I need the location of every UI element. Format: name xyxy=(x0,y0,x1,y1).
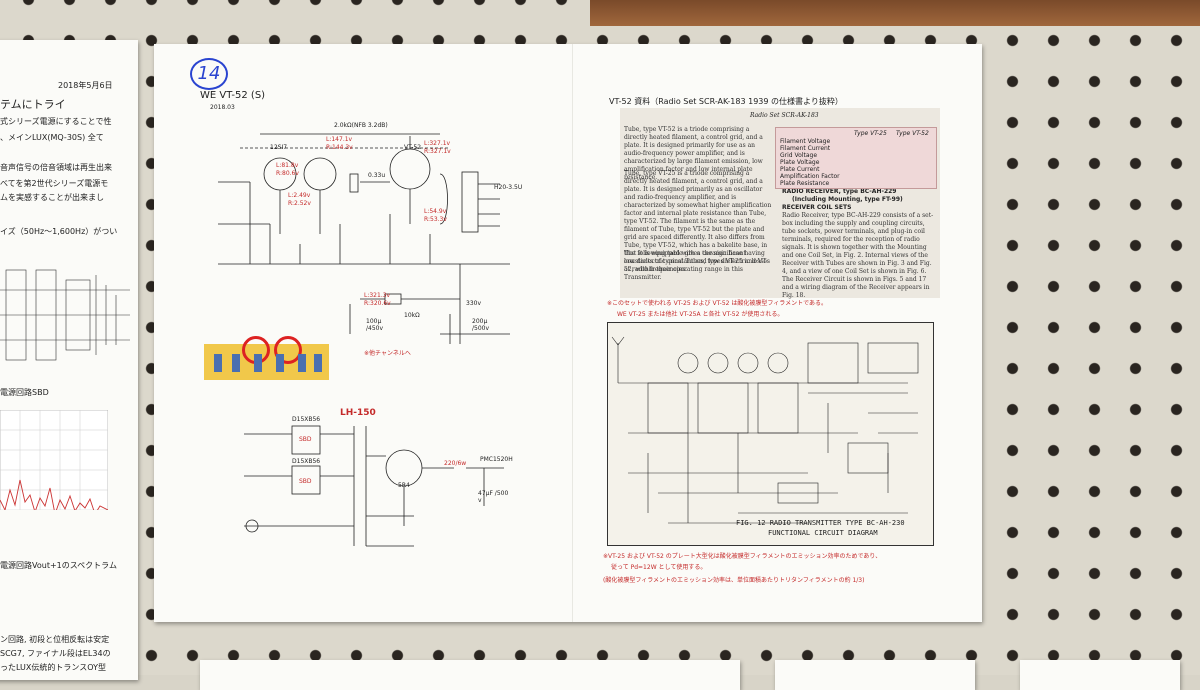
datasheet-half: VT-52 資料（Radio Set SCR-AK-183 1939 の仕様書よ… xyxy=(572,44,983,622)
left-heading: テムにトライ xyxy=(0,98,66,111)
sheet-date: 2018.03 xyxy=(210,104,235,111)
choke-label: PMC1520H xyxy=(480,456,513,463)
footnote: (酸化被膜型フィラメントのエミッション効率は、単位面積あたりトリタンフィラメント… xyxy=(603,577,865,584)
note-line: WE VT-25 または他社 VT-25A と各社 VT-52 が使用される。 xyxy=(617,311,784,318)
left-line: 、メインLUX(MQ-30S) 全て xyxy=(0,133,104,142)
voltage-label: R:53.3v xyxy=(424,216,447,223)
item-number: 14 xyxy=(190,58,228,90)
coupling-cap: 0.33u xyxy=(368,172,386,179)
voltage-label: L:2.49v xyxy=(288,192,311,199)
para-vt52: Tube, type VT-52 is a triode comprising … xyxy=(624,126,763,181)
output-transformer: H20-3.5U xyxy=(494,184,523,191)
b-plus-voltage: 330v xyxy=(466,300,482,307)
voltage-label: L:54.9v xyxy=(424,208,447,215)
diode-label: D15XB56 xyxy=(292,458,321,465)
voltage-label: L:81.8v xyxy=(276,162,299,169)
spec-header: Type VT-25 xyxy=(854,130,887,137)
cap-200u: 200μ /500v xyxy=(472,318,490,332)
spec-row: Plate Current xyxy=(780,166,820,173)
spec-row: Filament Voltage xyxy=(780,138,831,145)
lower-sheet xyxy=(200,660,740,690)
note-line: ※このセットで使われる VT-25 および VT-52 は酸化被膜型フィラメント… xyxy=(607,300,828,307)
psu-schematic xyxy=(244,425,504,547)
terminal-strip-photo xyxy=(204,336,329,380)
left-bottom-line: ン回路, 初段と位相反転は安定 xyxy=(0,635,110,644)
left-sheet: 2018年5月6日 テムにトライ 式シリーズ電源にすることで性 、メインLUX(… xyxy=(0,40,138,680)
left-label-sbd: 電源回路SBD xyxy=(0,388,49,397)
left-bottom-line: SCG7, ファイナル段はEL34の xyxy=(0,649,111,658)
wooden-shelf xyxy=(590,0,1200,26)
left-bottom-line: ったLUX伝統的トランスOY型 xyxy=(0,663,106,672)
spectrum-caption: 電源回路Vout+1のスペクトラム xyxy=(0,561,117,570)
sbd-label: SBD xyxy=(299,436,312,443)
psu-resistor: 220/6w xyxy=(444,460,467,467)
spec-table: Type VT-25 Type VT-52 Filament Voltage F… xyxy=(775,127,937,189)
amplifier-schematic xyxy=(218,133,510,344)
spec-row: Grid Voltage xyxy=(780,152,818,159)
highlight-ring xyxy=(274,336,302,364)
tube-12si7: 12SI7 xyxy=(270,144,288,151)
para-constants: The following table gives the significan… xyxy=(624,250,768,281)
voltage-label: L:147.1v xyxy=(326,136,353,143)
sbd-label: SBD xyxy=(299,478,312,485)
tube-5r4: 5R4 xyxy=(398,482,410,489)
left-line: べてを第2世代シリーズ電源モ xyxy=(0,179,109,188)
receiver-coil-title: RECEIVER COIL SETS xyxy=(782,204,852,211)
voltage-label: R:80.6v xyxy=(276,170,299,177)
spec-row: Filament Current xyxy=(780,145,831,152)
voltage-label: L:327.1v xyxy=(424,140,451,147)
footnote: 従って Pd=12W として使用する。 xyxy=(611,564,707,571)
left-line: イズ（50Hz～1,600Hz）がつい xyxy=(0,227,118,236)
nfb-label: 2.0kΩ(NFB 3.2dB) xyxy=(334,122,388,129)
figure-caption: FIG. 12 RADIO TRANSMITTER TYPE BC-AH-230 xyxy=(736,519,905,527)
receiver-subtitle: (Including Mounting, type FT-99) xyxy=(792,196,903,203)
spec-row: Plate Resistance xyxy=(780,180,830,187)
voltage-label: R:144.3v xyxy=(326,144,353,151)
diode-label: D15XB56 xyxy=(292,416,321,423)
cap-100u: 100μ /450v xyxy=(366,318,384,332)
resistor-10k: 10kΩ xyxy=(404,312,420,319)
voltage-label: R:320.6v xyxy=(364,300,391,307)
left-line: 式シリーズ電源にすることで性 xyxy=(0,117,112,126)
book-title: Radio Set SCR-AK-183 xyxy=(750,112,819,119)
psu-title: LH-150 xyxy=(340,408,376,418)
left-line: ムを実感することが出来まし xyxy=(0,193,104,202)
left-line: 音声信号の倍音領域は再生出来 xyxy=(0,163,112,172)
footnote: ※VT-25 および VT-52 のプレート大型化は酸化被膜型フィラメントのエミ… xyxy=(603,553,882,560)
left-date: 2018年5月6日 xyxy=(58,81,113,90)
figure-caption: FUNCTIONAL CIRCUIT DIAGRAM xyxy=(768,529,878,537)
article-excerpt: Radio Set SCR-AK-183 Tube, type VT-52 is… xyxy=(620,108,940,299)
spec-header: Type VT-52 xyxy=(896,130,929,137)
receiver-text: Radio Receiver, type BC-AH-229 consists … xyxy=(782,212,934,299)
spec-row: Plate Voltage xyxy=(780,159,820,166)
voltage-label: R:2.52v xyxy=(288,200,311,207)
transmitter-diagram: FIG. 12 RADIO TRANSMITTER TYPE BC-AH-230… xyxy=(607,322,934,546)
other-channel-note: ※他チャンネルへ xyxy=(364,350,411,357)
para-vt25: Tube, type VT-25 is a triode comprising … xyxy=(624,170,772,273)
datasheet-header: VT-52 資料（Radio Set SCR-AK-183 1939 の仕様書よ… xyxy=(609,97,843,106)
receiver-title: RADIO RECEIVER, type BC-AH-229 xyxy=(782,188,897,195)
tube-vt52: VT-52 xyxy=(404,144,422,151)
spec-row: Amplification Factor xyxy=(780,173,840,180)
voltage-label: R:327.1v xyxy=(424,148,451,155)
sheet-title: WE VT-52 (S) xyxy=(200,90,266,101)
left-schematic xyxy=(0,269,130,361)
lower-sheet xyxy=(775,660,975,690)
spectrum-plot xyxy=(0,410,108,510)
lower-sheet xyxy=(1020,660,1180,690)
voltage-label: L:321.3v xyxy=(364,292,391,299)
psu-cap: 47μF /500 v xyxy=(478,490,509,504)
